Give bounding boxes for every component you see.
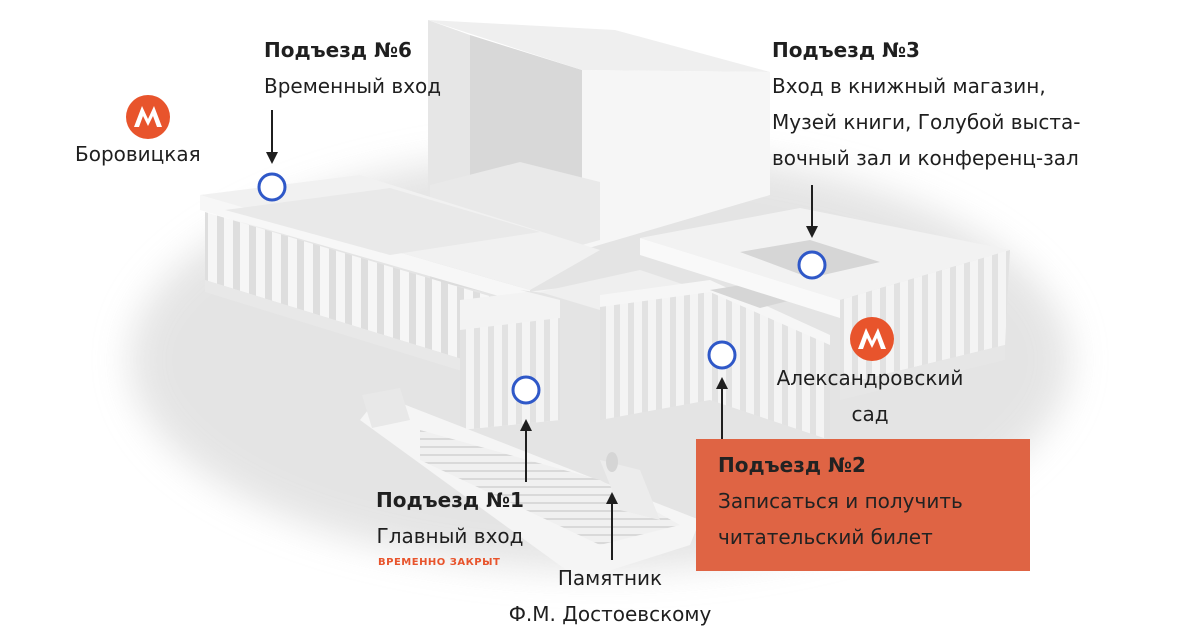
metro-label-aleksandrovsky-sad: Александровский сад <box>760 360 980 432</box>
monument-label: Памятник Ф.М. Достоевскому <box>480 560 740 632</box>
monument-line-2: Ф.М. Достоевскому <box>508 602 712 626</box>
entrance-markers <box>257 172 827 405</box>
entrance-2-marker <box>707 340 737 370</box>
entrance-2-title: Подъезд №2 <box>718 453 866 477</box>
entrance-6-title: Подъезд №6 <box>264 38 412 62</box>
entrance-2-label: Подъезд №2 Записаться и получить читател… <box>718 447 963 555</box>
left-wing <box>200 175 600 392</box>
metro-right-line-2: сад <box>851 402 889 426</box>
entrance-1-title: Подъезд №1 <box>376 488 524 512</box>
entrance-1-closed-note: ВРЕМЕННО ЗАКРЫТ <box>378 557 501 568</box>
entrance-3-label: Подъезд №3 Вход в книжный магазин, Музей… <box>772 32 1080 176</box>
entrance-1-label: Подъезд №1 Главный вход <box>350 482 550 554</box>
entrance-3-line-2: Музей книги, Голубой выста- <box>772 110 1081 134</box>
entrance-2-line-1: Записаться и получить <box>718 489 963 513</box>
entrance-3-line-1: Вход в книжный магазин, <box>772 74 1046 98</box>
entrance-3-title: Подъезд №3 <box>772 38 920 62</box>
entrance-3-line-3: вочный зал и конференц-зал <box>772 146 1079 170</box>
entrance-1-line-1: Главный вход <box>376 524 524 548</box>
entrance-6-line-1: Временный вход <box>264 74 442 98</box>
metro-icon-borovitskaya <box>126 95 170 139</box>
metro-icon-aleksandrovsky-sad <box>850 317 894 361</box>
entrance-6-marker <box>257 172 287 202</box>
front-terrace <box>360 388 700 580</box>
front-wing <box>460 270 700 430</box>
pointer-arrows <box>266 110 818 560</box>
entrance-2-line-2: читательский билет <box>718 525 933 549</box>
entrance-3-marker <box>797 250 827 280</box>
metro-label-borovitskaya: Боровицкая <box>75 142 201 166</box>
metro-right-line-1: Александровский <box>776 366 964 390</box>
entrance-6-label: Подъезд №6 Временный вход <box>264 32 441 104</box>
monument-line-1: Памятник <box>557 566 663 590</box>
entrance-2-callout: Подъезд №2 Записаться и получить читател… <box>696 439 1030 571</box>
entrance-1-marker <box>511 375 541 405</box>
